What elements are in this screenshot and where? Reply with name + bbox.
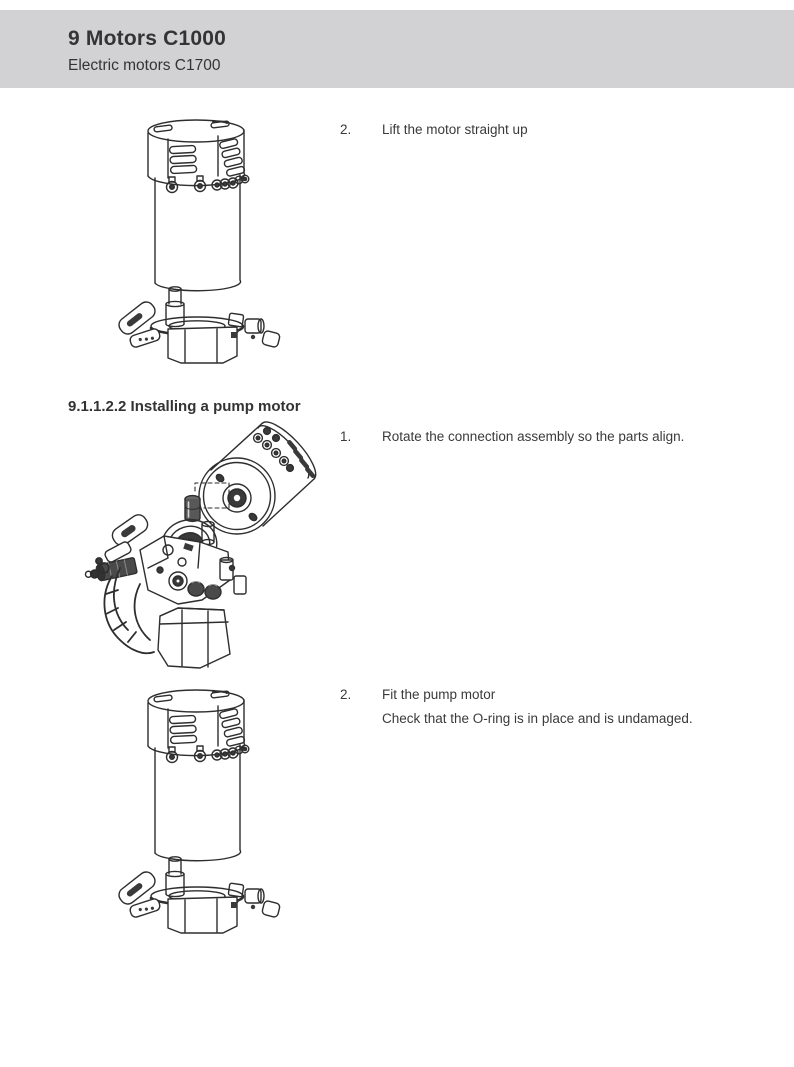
chapter-title: 9 Motors C1000	[68, 27, 227, 50]
motor-fit-illustration	[105, 682, 305, 938]
tilted-motor	[199, 422, 316, 534]
chapter-subtitle: Electric motors C1700	[68, 57, 221, 74]
step-number: 2.	[340, 122, 352, 137]
figure-motor-fit	[105, 682, 305, 938]
pump-hoses	[96, 558, 154, 653]
step-number: 1.	[340, 429, 352, 444]
section-heading: 9.1.1.2.2 Installing a pump motor	[68, 398, 301, 415]
step-number: 2.	[340, 687, 352, 702]
pump-tank	[158, 608, 230, 668]
figure-motor-align	[82, 418, 340, 670]
step-text-group: Fit the pump motor Check that the O-ring…	[382, 687, 770, 726]
step-lift-motor: 2. Lift the motor straight up	[340, 122, 770, 137]
step-text: Fit the pump motor	[382, 687, 496, 702]
coupling-pin	[185, 483, 229, 521]
motor-lift-illustration	[105, 112, 305, 368]
pump-connection-assembly	[84, 512, 246, 668]
motor-align-illustration	[82, 418, 340, 670]
step-rotate-assembly: 1. Rotate the connection assembly so the…	[340, 429, 770, 444]
figure-motor-lift	[105, 112, 305, 368]
step-note: Check that the O-ring is in place and is…	[382, 711, 693, 726]
step-text: Lift the motor straight up	[382, 122, 528, 137]
step-fit-motor: 2. Fit the pump motor Check that the O-r…	[340, 687, 770, 726]
page-header: 9 Motors C1000 Electric motors C1700	[0, 10, 794, 88]
step-text: Rotate the connection assembly so the pa…	[382, 429, 685, 444]
